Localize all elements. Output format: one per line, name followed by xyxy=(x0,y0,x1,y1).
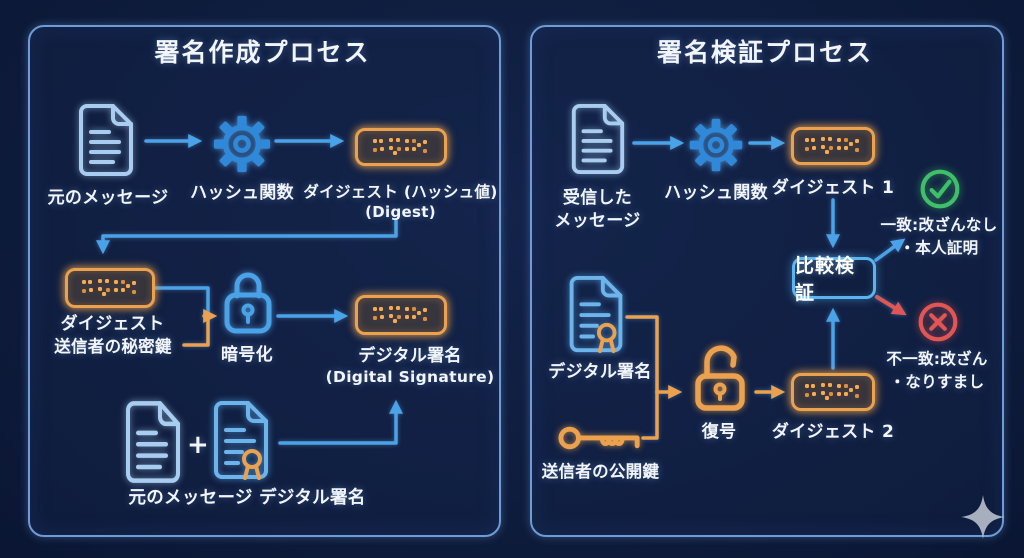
hash-function-label: ハッシュ関数 xyxy=(664,183,768,203)
received-message-document-icon xyxy=(571,103,625,175)
creation-title: 署名作成プロセス xyxy=(154,38,371,67)
digital-signature-document-icon xyxy=(569,275,623,354)
hash-function-gear-icon xyxy=(213,115,271,173)
digital-signature-label: デジタル署名 xyxy=(548,362,652,382)
digest1-label: ダイジェスト 1 xyxy=(771,178,895,198)
compare-verify-box: 比較検証 xyxy=(792,255,876,304)
original-message-document-icon xyxy=(79,104,133,176)
digest-dots xyxy=(804,135,862,157)
sparkle-watermark-icon xyxy=(961,495,1005,539)
encrypt-label: 暗号化 xyxy=(221,345,273,365)
decrypt-label: 復号 xyxy=(701,422,737,442)
public-key-label: 送信者の公開鍵 xyxy=(541,462,660,481)
digest2-box xyxy=(791,373,875,411)
decrypt-unlock-icon xyxy=(695,345,745,411)
public-key-icon xyxy=(558,426,640,450)
encrypt-lock-icon xyxy=(224,272,272,334)
digital-signature-box xyxy=(355,295,447,335)
digest-hash-box xyxy=(355,128,447,166)
combined-pair-label: 元のメッセージ デジタル署名 xyxy=(128,488,366,508)
digest-to-encrypt-box xyxy=(65,268,155,308)
original-message-label: 元のメッセージ xyxy=(47,188,169,208)
digest-dots xyxy=(372,304,430,326)
match-check-icon xyxy=(920,169,960,209)
signature-label-line2: (Digital Signature) xyxy=(325,368,495,386)
digest-dots xyxy=(372,136,430,158)
digest-dots xyxy=(804,381,862,403)
combined-message-document-icon xyxy=(126,401,180,483)
mismatch-result-line1: 不一致:改ざん xyxy=(886,350,988,368)
combined-signature-document-icon xyxy=(214,401,268,480)
match-result-line1: 一致:改ざんなし xyxy=(880,216,998,234)
match-result-line2: ・本人証明 xyxy=(899,239,979,257)
private-key-label: 送信者の秘密鍵 xyxy=(54,337,172,356)
compare-verify-label: 比較検証 xyxy=(795,255,856,304)
digest2-label: ダイジェスト 2 xyxy=(771,422,895,442)
digest-dots xyxy=(81,277,139,299)
received-message-label-line1: 受信した xyxy=(562,188,633,208)
digest-label-line2: (Digest) xyxy=(365,203,436,221)
plus-sign: + xyxy=(186,430,210,460)
hash-function-gear-icon xyxy=(689,118,743,172)
mismatch-result-line2: ・なりすまし xyxy=(889,373,985,391)
verification-title: 署名検証プロセス xyxy=(656,38,873,67)
mismatch-x-icon xyxy=(918,302,958,342)
digest-label-line1: ダイジェスト (ハッシュ値) xyxy=(303,183,498,201)
digest2-label: ダイジェスト xyxy=(60,314,165,334)
received-message-label-line2: メッセージ xyxy=(554,211,641,231)
digest1-box xyxy=(791,127,875,165)
signature-label-line1: デジタル署名 xyxy=(358,346,462,366)
hash-function-label: ハッシュ関数 xyxy=(190,183,294,203)
